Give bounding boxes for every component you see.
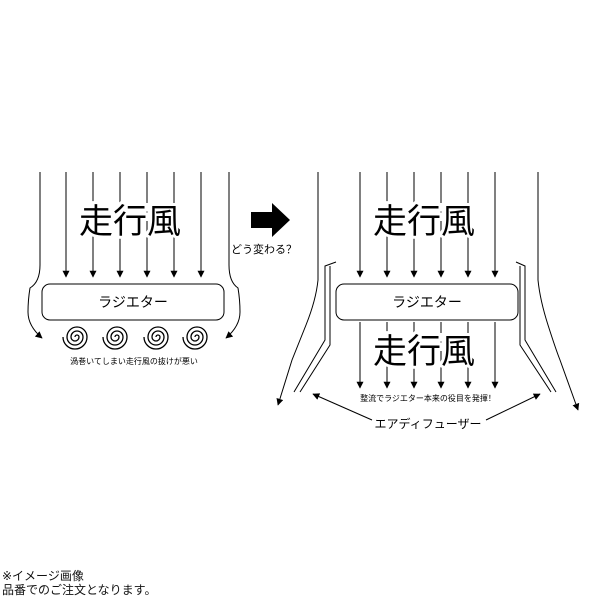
- right-outer-line-left: [276, 172, 319, 406]
- note-image-disclaimer: ※イメージ画像: [2, 569, 84, 583]
- swirl-icon: [143, 326, 169, 350]
- right-radiator-box: [335, 283, 519, 321]
- left-wind-arrows: [62, 172, 205, 278]
- swirl-icon: [182, 326, 208, 350]
- left-panel: [27, 172, 241, 350]
- left-text: 走行風 ラジエター 渦巻いてしまい走行風の抜けが悪い: [70, 199, 198, 366]
- left-caption: 渦巻いてしまい走行風の抜けが悪い: [70, 356, 198, 366]
- right-wind-label-top: 走行風: [373, 202, 475, 242]
- swirl-icon: [102, 326, 128, 350]
- right-panel: [276, 172, 580, 421]
- right-caption: 整流でラジエター本来の役目を発揮！: [360, 393, 496, 403]
- right-radiator-label: ラジエター: [392, 295, 462, 311]
- left-swirls: [62, 326, 208, 350]
- right-arrow-icon: [251, 203, 290, 237]
- left-radiator-box: [41, 283, 225, 321]
- transition-label: どう変わる？: [231, 242, 297, 256]
- right-outer-line-right: [537, 172, 580, 411]
- left-wind-label: 走行風: [79, 202, 181, 242]
- diffuser-label: エアディフューザー: [375, 416, 482, 431]
- left-outer-flow-right: [225, 172, 241, 339]
- left-outer-flow-left: [27, 172, 43, 339]
- diffuser-wall-right: [515, 261, 557, 393]
- right-wind-label-bottom: 走行風: [373, 332, 475, 372]
- right-wind-arrows-top: [356, 172, 499, 278]
- diffuser-pointer-right: [485, 393, 541, 421]
- right-wind-arrows-bottom: [356, 322, 499, 389]
- note-order-by-part-number: 品番でのご注文となります。: [2, 583, 157, 597]
- transition: どう変わる？: [231, 203, 297, 256]
- left-radiator-label: ラジエター: [98, 295, 168, 311]
- diffuser-pointer-left: [312, 393, 373, 421]
- swirl-icon: [62, 326, 88, 350]
- right-text: 走行風 ラジエター 走行風 整流でラジエター本来の役目を発揮！ エアディフューザ…: [359, 199, 498, 431]
- diffuser-wall-left: [293, 261, 337, 393]
